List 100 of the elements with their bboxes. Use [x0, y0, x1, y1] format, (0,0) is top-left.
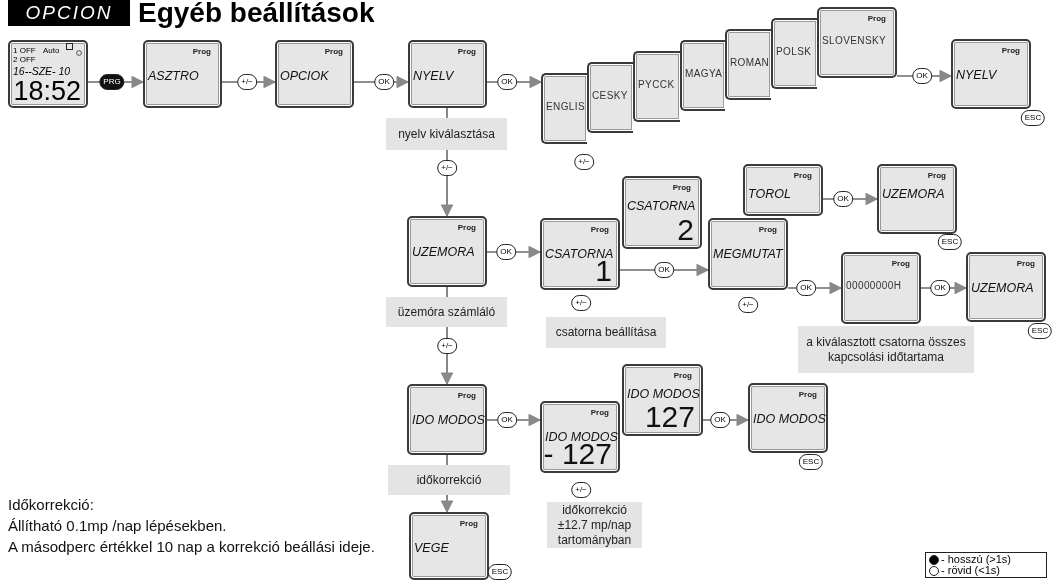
- caption-text: időkorrekció: [416, 472, 482, 488]
- display-screen: [275, 40, 354, 108]
- display-text: NYELV: [413, 70, 454, 83]
- display-screen: [966, 252, 1046, 322]
- display-screen: [587, 62, 633, 133]
- key-symbol: PRG: [99, 74, 125, 90]
- key-symbol: ESC: [798, 454, 824, 470]
- display-text: CSATORNA: [627, 200, 696, 213]
- key-symbol: +/−: [571, 295, 591, 311]
- display-screen: [407, 384, 487, 455]
- caption-panel: [388, 465, 510, 495]
- key-symbol: OK: [374, 74, 394, 90]
- legend-text: - hosszú (>1s): [941, 554, 1011, 565]
- display-text: CESKY: [592, 91, 628, 101]
- mode-indicator: Prog: [590, 226, 609, 234]
- mode-indicator: Prog: [1016, 260, 1035, 268]
- display-screen: [708, 218, 788, 290]
- display-text: PYCCK: [638, 80, 675, 90]
- display-text: UZEMORA: [412, 246, 475, 259]
- display-text: ASZTRO: [148, 70, 199, 83]
- mode-indicator: Prog: [672, 184, 691, 192]
- display-text: SLOVENSKY: [822, 36, 887, 46]
- mode-indicator: Prog: [590, 409, 609, 417]
- display-text: NYELV: [956, 69, 997, 82]
- display-screen: [540, 218, 620, 290]
- mode-indicator: Prog: [192, 48, 211, 56]
- key-symbol: OK: [833, 191, 853, 207]
- display-screen: [408, 40, 487, 108]
- mode-badge: OPCION: [8, 0, 130, 26]
- mode-indicator: Prog: [758, 226, 777, 234]
- caption-text: üzemóra számláló: [397, 304, 496, 320]
- key-symbol: ESC: [937, 234, 963, 250]
- display-screen: [409, 512, 489, 580]
- mode-indicator: Prog: [891, 260, 910, 268]
- mode-indicator: Prog: [457, 392, 476, 400]
- display-text: MAGYA: [685, 69, 723, 79]
- caption-panel: [798, 326, 974, 373]
- display-text: IDO MODOS: [753, 413, 826, 426]
- connector-arrow: [440, 494, 454, 514]
- key-symbol: OK: [497, 74, 517, 90]
- mode-indicator: Prog: [459, 520, 478, 528]
- caption-text: csatorna beállítása: [555, 325, 657, 340]
- display-screen: [771, 18, 817, 89]
- display-text: CSATORNA: [545, 248, 614, 261]
- key-symbol: +/−: [437, 338, 457, 354]
- display-text: OPCIOK: [280, 70, 329, 83]
- key-symbol: ESC: [487, 564, 513, 580]
- connector-arrow: [896, 69, 953, 83]
- display-screen: [877, 164, 957, 234]
- display-text: ROMAN: [730, 58, 770, 68]
- display-text: ENGLIS: [546, 102, 586, 112]
- display-text: VEGE: [414, 542, 449, 555]
- display-text: IDO MODOS: [627, 388, 700, 401]
- clock-display-screen: [8, 40, 88, 108]
- caption-panel: [546, 317, 666, 348]
- date-display: 16--SZE- 10: [13, 66, 71, 77]
- channel-status: 1 OFF: [13, 47, 36, 55]
- caption-text: a kiválasztott csatorna összes kapcsolási időtartama: [805, 334, 967, 365]
- key-symbol: +/−: [738, 297, 758, 313]
- note-text: Időkorrekció:: [8, 495, 95, 515]
- mode-indicator: Prog: [673, 372, 692, 380]
- mode-indicator: Prog: [793, 172, 812, 180]
- key-symbol: OK: [930, 280, 950, 296]
- mode-indicator: Prog: [927, 172, 946, 180]
- display-screen: [951, 39, 1031, 109]
- key-symbol: ESC: [1020, 110, 1046, 126]
- display-screen: [540, 401, 620, 473]
- channel-status: 2 OFF: [13, 56, 36, 64]
- mode-indicator: Prog: [324, 48, 343, 56]
- key-symbol: +/−: [574, 154, 594, 170]
- mode-indicator: Prog: [457, 48, 476, 56]
- key-symbol: OK: [497, 412, 517, 428]
- display-screen: [622, 364, 703, 436]
- connector-arrow: [440, 149, 454, 218]
- key-symbol: OK: [654, 262, 674, 278]
- key-symbol: +/−: [237, 74, 257, 90]
- key-symbol: OK: [796, 280, 816, 296]
- mode-indicator: Prog: [457, 224, 476, 232]
- caption-text: nyelv kiválasztása: [398, 126, 495, 142]
- mode-indicator: Prog: [1001, 47, 1020, 55]
- display-screen: [817, 7, 897, 78]
- display-screen: [725, 29, 771, 100]
- display-text: TOROL: [748, 188, 791, 201]
- display-screen: [680, 40, 725, 111]
- key-symbol: +/−: [437, 160, 457, 176]
- display-screen: [633, 51, 680, 122]
- display-screen: [841, 252, 921, 324]
- caption-panel: [386, 118, 507, 150]
- connector-arrow: [920, 281, 968, 295]
- display-digits: 127: [644, 402, 695, 432]
- mode-indicator: Auto: [43, 47, 60, 55]
- display-screen: [748, 383, 828, 453]
- display-text: IDO MODOS: [412, 414, 485, 427]
- key-symbol: ESC: [1027, 323, 1052, 339]
- mode-indicator: Prog: [798, 391, 817, 399]
- key-symbol: OK: [710, 412, 730, 428]
- key-symbol: OK: [496, 244, 516, 260]
- key-symbol: OK: [912, 68, 932, 84]
- connector-arrow: [619, 263, 710, 277]
- legend-text: - rövid (<1s): [941, 565, 1000, 576]
